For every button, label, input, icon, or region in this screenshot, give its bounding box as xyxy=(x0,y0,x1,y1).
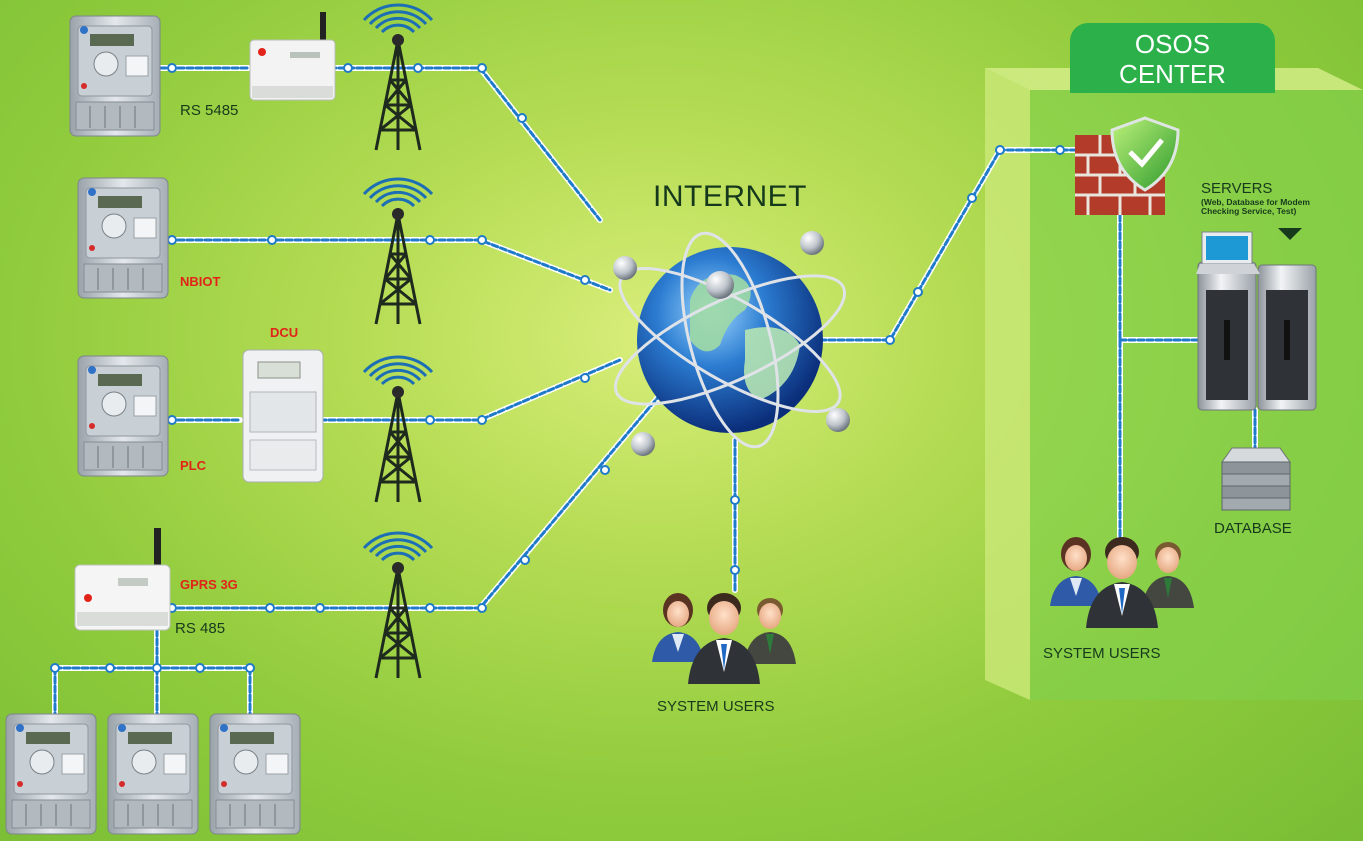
rs5485-label: RS 5485 xyxy=(180,102,239,119)
dcu-device-icon xyxy=(242,349,324,483)
nbiot-label: NBIOT xyxy=(180,274,221,289)
system-users-center-label: SYSTEM USERS xyxy=(1043,645,1161,662)
servers-label: SERVERS xyxy=(1201,180,1273,197)
link-row-3 xyxy=(157,357,623,423)
osos-title-line2: CENTER xyxy=(1119,59,1226,89)
users-group-icon xyxy=(652,593,796,684)
database-label: DATABASE xyxy=(1214,520,1292,537)
connection-lines xyxy=(50,63,1258,718)
electric-meter-icon xyxy=(77,177,169,299)
link-rs485-bus xyxy=(52,627,253,718)
database-icon xyxy=(1221,447,1291,511)
electric-meter-icon xyxy=(107,713,199,835)
servers-subtitle-line1: (Web, Database for Modem xyxy=(1201,197,1310,207)
radio-tower-icon xyxy=(362,177,434,326)
radio-tower-icon xyxy=(362,355,434,504)
plc-label: PLC xyxy=(180,458,206,473)
gsm-modem-icon xyxy=(74,528,171,631)
junction-dots xyxy=(50,63,1065,673)
servers-subtitle: (Web, Database for Modem Checking Servic… xyxy=(1201,198,1310,216)
rs485-label: RS 485 xyxy=(175,620,226,637)
internet-label: INTERNET xyxy=(653,180,807,213)
osos-center-title: OSOS CENTER xyxy=(1070,23,1275,93)
shield-check-icon xyxy=(1110,116,1180,192)
server-rack-icon xyxy=(1196,228,1317,411)
link-internet-center xyxy=(817,147,1078,343)
gprs-label: GPRS 3G xyxy=(180,577,238,592)
system-users-internet-label: SYSTEM USERS xyxy=(657,698,775,715)
electric-meter-icon xyxy=(69,15,161,137)
electric-meter-icon xyxy=(77,355,169,477)
link-center-internal xyxy=(1117,212,1258,543)
electric-meter-icon xyxy=(209,713,301,835)
globe-icon xyxy=(613,231,850,456)
gsm-modem-icon xyxy=(249,12,336,101)
dcu-label: DCU xyxy=(270,325,299,340)
electric-meter-icon xyxy=(5,713,97,835)
osos-title-line1: OSOS xyxy=(1134,29,1211,59)
radio-tower-icon xyxy=(362,3,434,152)
servers-subtitle-line2: Checking Service, Test) xyxy=(1201,206,1297,216)
